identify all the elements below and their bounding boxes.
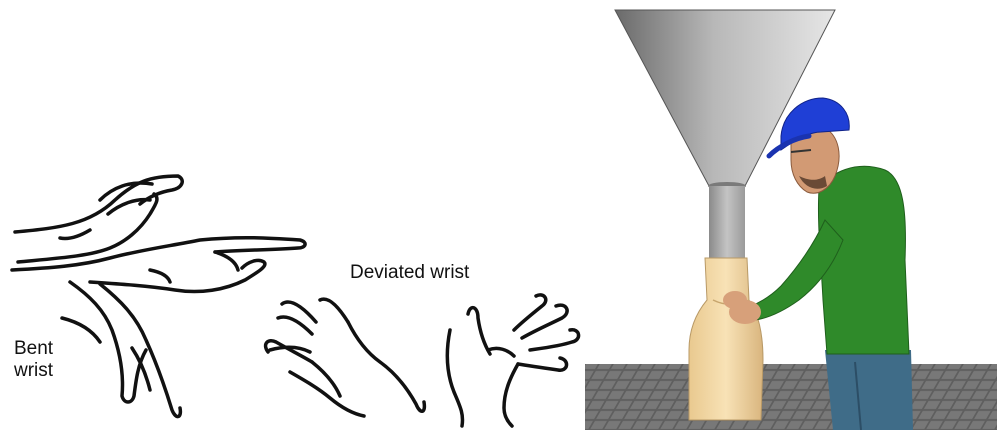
bent-label-line1: Bent [14,338,53,360]
deviated-hand-left-icon [266,299,425,416]
worker-jeans [825,350,913,430]
flexed-wrist-hand-icon [62,282,180,417]
deviated-hand-right-icon [447,295,578,426]
neutral-wrist-hand-icon [12,238,305,292]
wrist-drawings [0,0,585,430]
bent-wrist-label: Bent wrist [14,338,53,382]
bent-label-line2: wrist [14,360,53,382]
funnel-spout [709,186,745,258]
worker-scene-panel [585,0,997,430]
worker-scene [585,0,997,430]
worker-hand-2 [723,291,747,309]
floor [585,364,997,430]
deviated-wrist-label: Deviated wrist [350,262,469,284]
wrist-postures-panel: Bent wrist Deviated wrist [0,0,585,430]
